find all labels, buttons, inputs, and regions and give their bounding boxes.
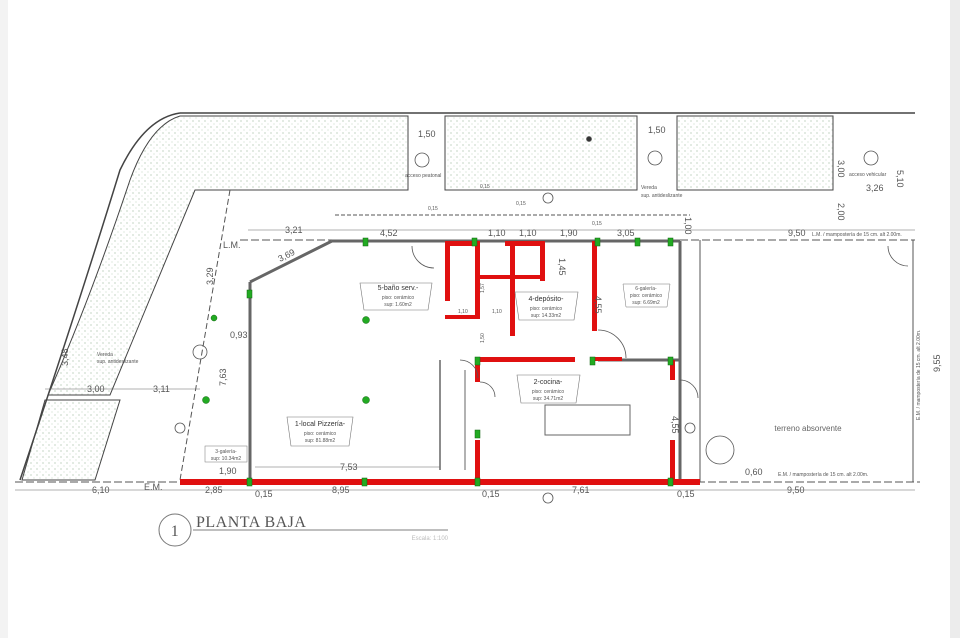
dim-text: 1,00 [683,217,693,235]
new-walls [180,241,700,485]
dimension-lines [15,229,915,491]
page-margin-left [0,0,8,638]
dim-text: 0,15 [428,206,438,212]
room-floor: piso: cerámico [532,389,564,395]
room-labels: 5-baño serv.- piso: cerámico sup: 1.60m2… [97,172,922,478]
room-bano: 5-baño serv.- piso: cerámico sup: 1.60m2 [359,282,433,311]
dim-text: 0,15 [677,489,695,499]
dim-text: 1,10 [488,228,506,238]
dim-text: 0,60 [745,467,763,477]
room-deposito: 4-depósito- piso: cerámico sup: 14.33m2 [514,291,579,321]
room-name: 1-local Pizzería- [295,421,346,428]
room-name: 2-cocina- [534,379,563,386]
room-floor: piso: cerámico [630,293,662,299]
dim-text: 4,55 [670,416,680,434]
room-name: 4-depósito- [528,296,564,303]
lm-label: L.M. [223,240,241,250]
dim-text: 1,10 [458,309,468,315]
room-area: sup: 1.60m2 [384,302,412,308]
em-note: E.M. / mampostería de 15 cm. alt 2.00m. [778,472,868,478]
room-area: sup: 6.69m2 [632,300,660,306]
dim-text: 3,29 [205,267,215,285]
dim-text: 3,00 [836,160,846,178]
room-galeria-3: 3-galería- sup: 10.34m2 [204,445,248,463]
room-floor: piso: cerámico [304,431,336,437]
dim-text: 0,15 [516,201,526,207]
room-local-pizzeria: 1-local Pizzería- piso: cerámico sup: 81… [286,416,354,447]
em-label: E.M. [144,482,163,492]
dim-text: 9,50 [788,228,806,238]
access-label: acceso vehicular [849,172,887,178]
dim-text: 1,45 [557,258,567,276]
dim-text: 3,05 [617,228,635,238]
access-label: acceso peatonal [405,173,441,179]
dim-text: 1,90 [560,228,578,238]
room-name: 6-galería- [635,286,657,292]
room-area: sup: 14.33m2 [531,313,562,319]
vereda-label: Vereda [641,185,657,191]
dim-text: 5,10 [895,170,905,188]
vereda-surface: sup. antideslizante [97,359,139,365]
dim-text: 7,63 [218,368,228,386]
dim-text: 3,26 [866,183,884,193]
room-name: 5-baño serv.- [378,285,419,292]
dim-text: 0,15 [592,221,602,227]
vereda-label: Vereda [97,352,113,358]
columns [202,237,674,487]
title-number: 1 [171,523,180,540]
dim-text: 4,52 [380,228,398,238]
dim-text: 1,10 [519,228,537,238]
room-name: 3-galería- [215,449,237,455]
title-scale: Escala: 1:100 [412,536,449,542]
dim-text: 1,10 [492,309,502,315]
sidewalk-planters [19,112,915,481]
dim-text: 1,57 [480,283,486,293]
dim-text: 0,93 [230,330,248,340]
dim-text: 4,55 [593,296,603,314]
room-area: sup: 34.71m2 [533,396,564,402]
dim-text: 1,50 [480,333,486,343]
title-name: PLANTA BAJA [196,514,306,531]
dim-text: 1,50 [648,125,666,135]
dim-text: 9,55 [932,354,942,372]
doors [174,136,909,504]
title-block: 1 PLANTA BAJA Escala: 1:100 [158,513,449,547]
lm-note-right: E.M. / mampostería de 15 cm. alt 2.00m. [916,330,922,420]
terreno-label: terreno absorvente [774,424,842,433]
room-galeria-6: 6-galería- piso: cerámico sup: 6.69m2 [622,283,671,308]
lm-note: L.M. / mampostería de 15 cm. alt 2.00m. [812,232,902,238]
dim-text: 1,50 [418,129,436,139]
dim-text: 2,00 [836,203,846,221]
vereda-surface: sup. antideslizante [641,193,683,199]
dim-text: 0,15 [255,489,273,499]
dim-text: 3,48 [60,348,70,366]
room-floor: piso: cerámico [530,306,562,312]
room-cocina: 2-cocina- piso: cerámico sup: 34.71m2 [516,374,581,404]
dim-text: 0,15 [480,184,490,190]
dim-text: 1,90 [219,466,237,476]
dim-text: 0,15 [482,489,500,499]
room-floor: piso: cerámico [382,295,414,301]
page-margin-right [950,0,960,638]
room-area: sup: 10.34m2 [211,456,242,462]
room-area: sup: 81.88m2 [305,438,336,444]
